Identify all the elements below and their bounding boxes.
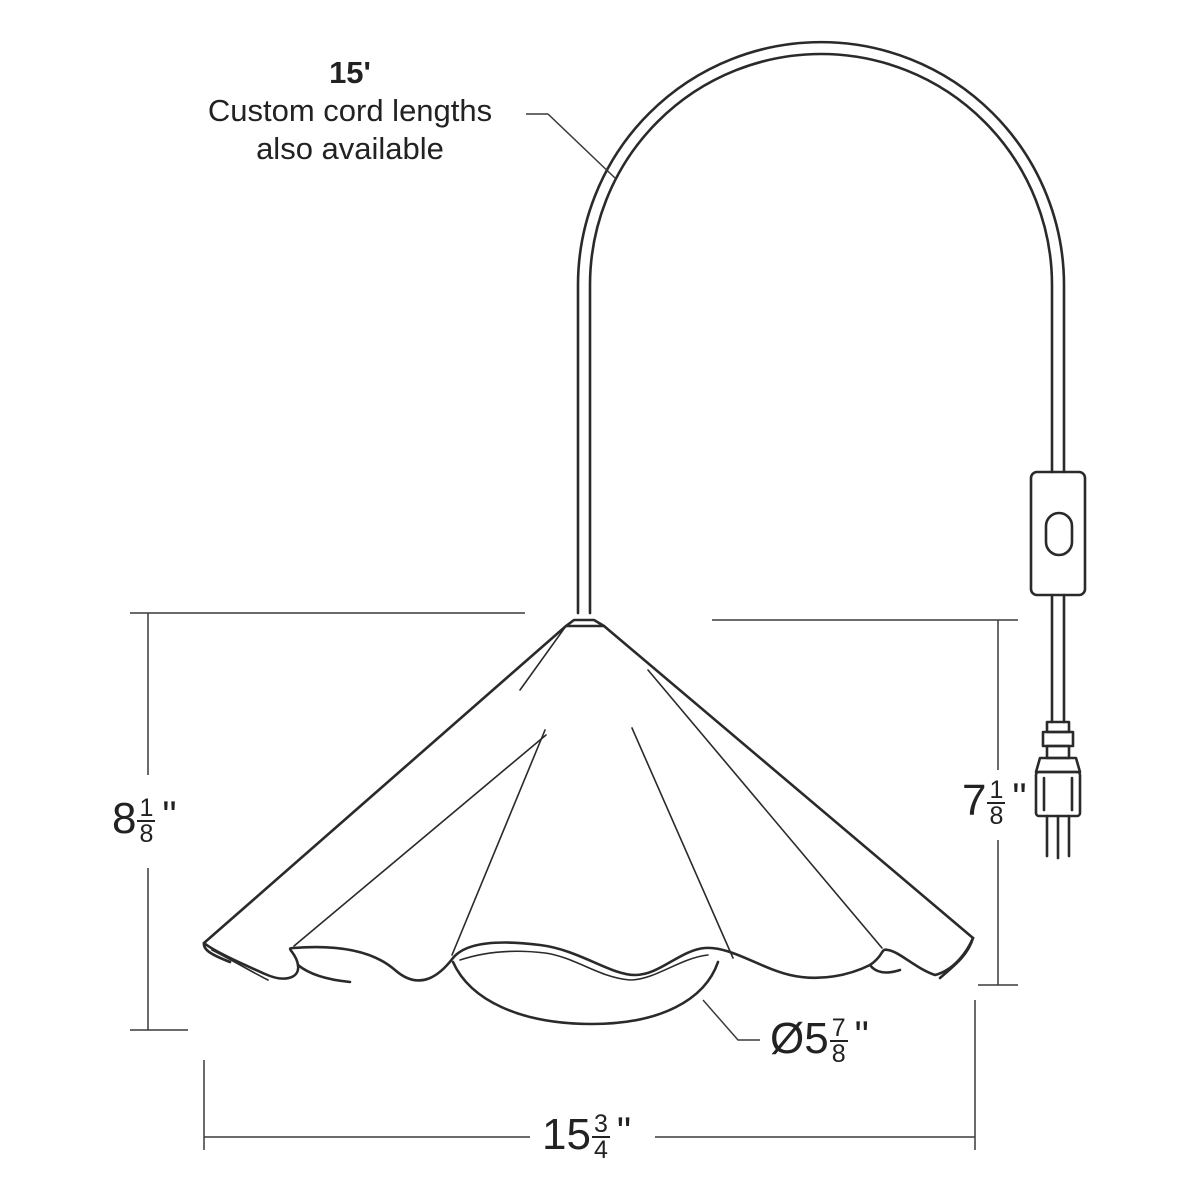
pendant-shade bbox=[202, 624, 975, 984]
shade-height-unit: " bbox=[1012, 775, 1027, 820]
shade-height-dimension-line bbox=[712, 619, 1018, 986]
diffuser-bowl bbox=[451, 960, 720, 1026]
diffuser-diameter-whole: Ø5 bbox=[770, 1014, 829, 1063]
total-height-dimension-line bbox=[130, 612, 525, 1031]
diffuser-diameter-unit: " bbox=[854, 1013, 869, 1058]
total-height-whole: 8 bbox=[112, 794, 137, 843]
diffuser-diameter-numerator: 7 bbox=[829, 1014, 848, 1042]
total-height-numerator: 1 bbox=[137, 794, 156, 822]
width-whole: 15 bbox=[542, 1110, 591, 1159]
width-denominator: 4 bbox=[593, 1136, 608, 1164]
canopy-cap bbox=[564, 618, 606, 628]
plug-icon bbox=[1034, 720, 1082, 860]
diffuser-diameter-denominator: 8 bbox=[831, 1040, 846, 1068]
cord-note-line-2: also available bbox=[256, 131, 444, 166]
total-height-denominator: 8 bbox=[139, 820, 154, 848]
width-unit: " bbox=[616, 1109, 632, 1154]
width-fraction: 3 4 bbox=[591, 1110, 610, 1164]
shade-height-label: 7 1 8 " bbox=[962, 774, 1027, 830]
width-dimension-line bbox=[203, 1000, 976, 1150]
diffuser-diameter-label: Ø5 7 8 " bbox=[770, 1012, 869, 1068]
total-height-unit: " bbox=[162, 793, 177, 838]
power-cord bbox=[576, 40, 1066, 724]
shade-height-denominator: 8 bbox=[989, 802, 1004, 830]
shade-height-whole: 7 bbox=[962, 776, 987, 825]
width-label: 15 3 4 " bbox=[542, 1108, 632, 1164]
cord-length-label: 15' Custom cord lengths also available bbox=[160, 54, 540, 168]
cord-length: 15' bbox=[329, 55, 371, 90]
inline-switch bbox=[1029, 470, 1087, 597]
shade-height-numerator: 1 bbox=[987, 776, 1006, 804]
cord-note-line-1: Custom cord lengths bbox=[207, 93, 493, 128]
diffuser-diameter-fraction: 7 8 bbox=[829, 1014, 848, 1068]
total-height-label: 8 1 8 " bbox=[112, 792, 177, 848]
shade-height-fraction: 1 8 bbox=[987, 776, 1006, 830]
cord-leader-line bbox=[547, 113, 616, 179]
diameter-leader-line bbox=[702, 999, 760, 1041]
total-height-fraction: 1 8 bbox=[137, 794, 156, 848]
width-numerator: 3 bbox=[591, 1110, 610, 1138]
